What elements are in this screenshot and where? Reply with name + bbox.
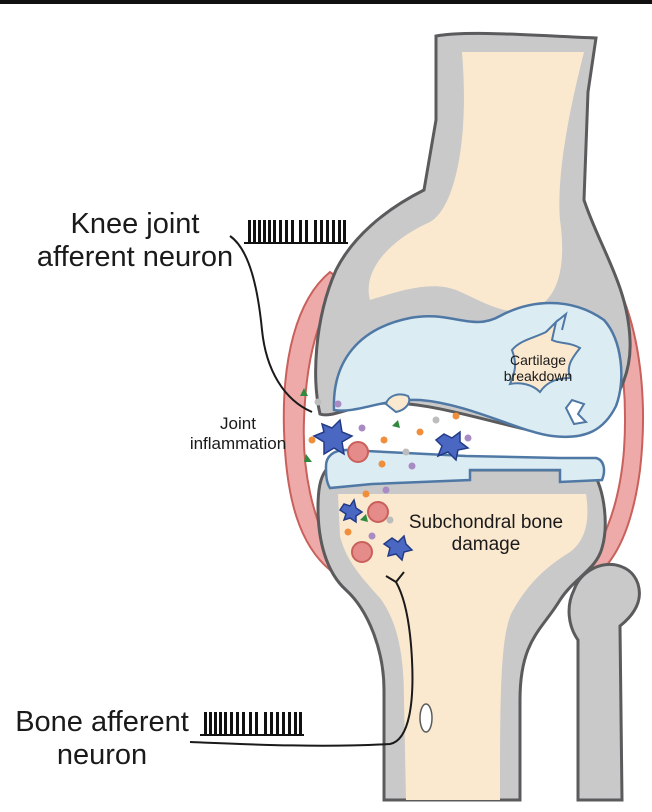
fibula <box>569 565 639 800</box>
red-cell-3 <box>352 542 372 562</box>
knee-afferent-label-line1: Knee joint <box>30 208 240 241</box>
cartilage-breakdown-label: Cartilage breakdown <box>498 352 578 384</box>
bone-afferent-label: Bone afferent neuron <box>4 706 200 773</box>
subchondral-label-line2: damage <box>396 534 576 556</box>
knee-afferent-label-line2: afferent neuron <box>30 241 240 274</box>
femur-marrow <box>369 52 584 312</box>
inflammation-label-line1: Joint <box>178 414 298 434</box>
inflammation-label-line2: inflammation <box>178 434 298 454</box>
red-cell-1 <box>348 442 368 462</box>
subchondral-damage-label: Subchondral bone damage <box>396 512 576 556</box>
bone-afferent-label-line1: Bone afferent <box>4 706 200 739</box>
cartilage-label-line2: breakdown <box>498 368 578 384</box>
nutrient-foramen <box>420 704 432 732</box>
bone-afferent-label-line2: neuron <box>4 739 200 772</box>
knee-afferent-label: Knee joint afferent neuron <box>30 208 240 275</box>
knee-spike-train <box>244 220 348 244</box>
bone-spike-train <box>200 712 304 736</box>
subchondral-label-line1: Subchondral bone <box>396 512 576 534</box>
joint-inflammation-label: Joint inflammation <box>178 414 298 453</box>
cartilage-crack-left <box>386 394 409 412</box>
red-cell-2 <box>368 502 388 522</box>
cartilage-label-line1: Cartilage <box>498 352 578 368</box>
